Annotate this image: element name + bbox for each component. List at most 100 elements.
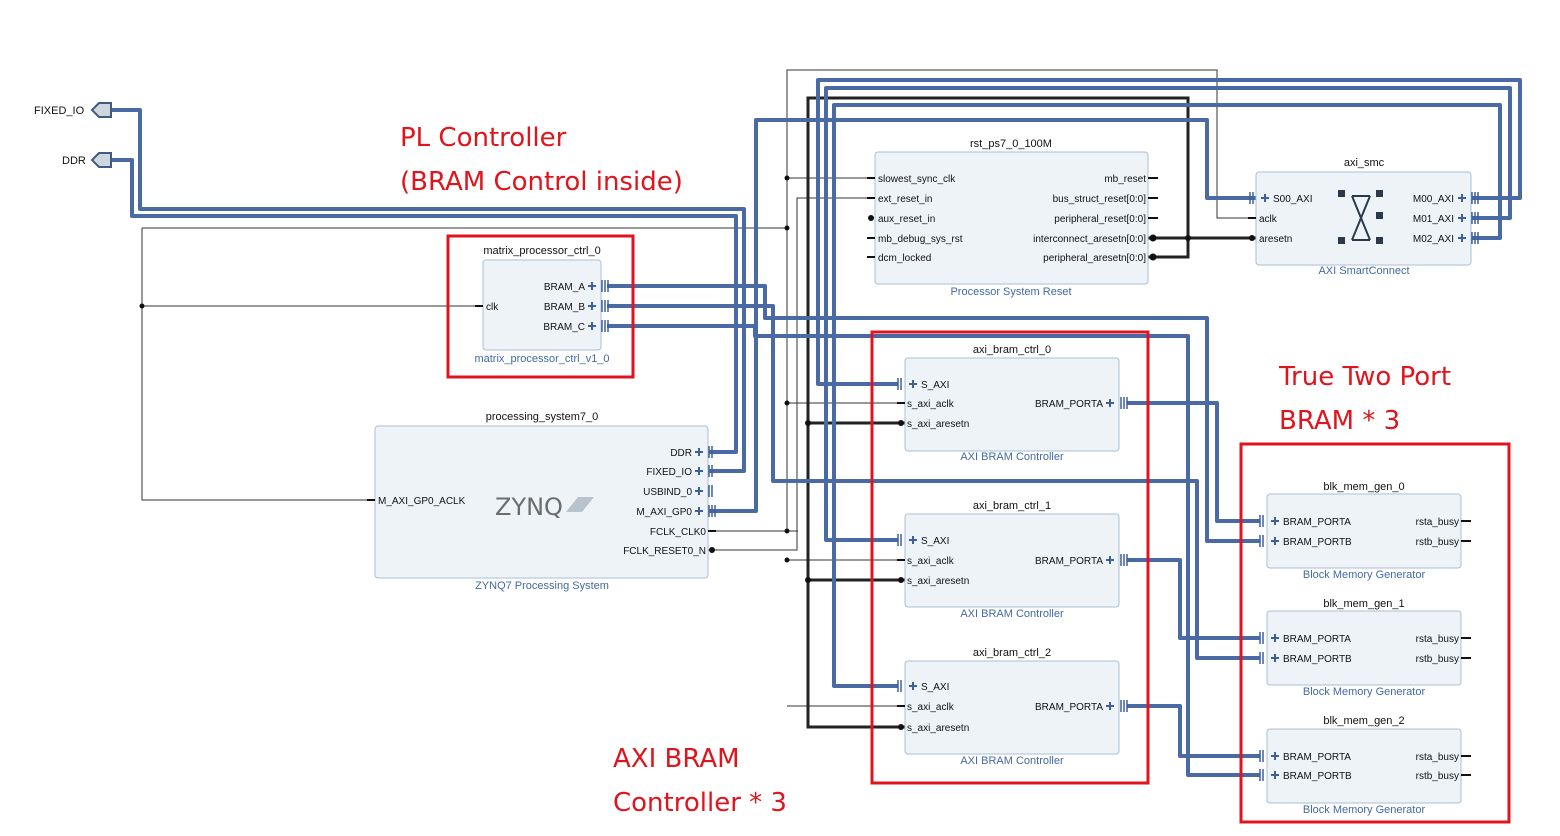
pin-bram-portb: BRAM_PORTB	[1283, 771, 1352, 782]
plus-icon	[1271, 752, 1279, 779]
instance-name: rst_ps7_0_100M	[970, 138, 1052, 150]
pin-rsta-busy: rsta_busy	[1416, 752, 1459, 763]
crossbar-icon	[1338, 190, 1383, 244]
blk-mem-gen-0-block[interactable]: blk_mem_gen_0 BRAM_PORTA BRAM_PORTB rsta…	[1259, 481, 1471, 581]
ip-name: ZYNQ7 Processing System	[475, 580, 609, 592]
external-port-fixed-io[interactable]: FIXED_IO	[34, 102, 112, 118]
zynq-logo-icon	[566, 497, 594, 512]
pin-m-axi-gp0-aclk: M_AXI_GP0_ACLK	[378, 496, 466, 507]
pin-s-axi: S_AXI	[921, 380, 949, 391]
matrix-processor-ctrl-block[interactable]: matrix_processor_ctrl_0 clk BRAM_A BRAM_…	[474, 245, 609, 365]
pin-m01-axi: M01_AXI	[1413, 214, 1454, 225]
annotation-true-two-port: True Two Port	[1278, 362, 1451, 392]
instance-name: axi_bram_ctrl_2	[973, 647, 1051, 659]
bus-interface-icon	[1120, 397, 1128, 409]
pin-bram-a: BRAM_A	[544, 282, 585, 293]
output-pin-stubs	[1148, 177, 1158, 219]
bus-interface-icon	[1259, 632, 1264, 664]
bus-interface-icon	[897, 534, 902, 546]
annotation-controller-count: Controller * 3	[613, 788, 787, 818]
plus-icon	[909, 380, 917, 388]
instance-name: axi_bram_ctrl_1	[973, 500, 1051, 512]
bus-nets	[110, 78, 1522, 777]
pin-aux-reset-in: aux_reset_in	[878, 214, 935, 225]
ip-name: AXI BRAM Controller	[960, 608, 1064, 620]
blk-mem-gen-1-block[interactable]: blk_mem_gen_1 BRAM_PORTA BRAM_PORTB rsta…	[1259, 598, 1471, 698]
pin-rstb-busy: rstb_busy	[1416, 654, 1459, 665]
pin-m-axi-gp0: M_AXI_GP0	[636, 507, 692, 518]
pin-bram-porta: BRAM_PORTA	[1035, 556, 1103, 567]
pin-s-axi: S_AXI	[921, 536, 949, 547]
bus-interface-icon	[708, 446, 716, 517]
bus-interface-icon	[601, 280, 609, 332]
bus-interface-icon	[897, 378, 902, 390]
external-port-ddr[interactable]: DDR	[62, 152, 112, 168]
bus-interface-icon	[1120, 700, 1128, 712]
pin-rstb-busy: rstb_busy	[1416, 537, 1459, 548]
plus-icon	[1271, 634, 1279, 662]
plus-icon	[909, 682, 917, 690]
zynq-ps7-block[interactable]: processing_system7_0 M_AXI_GP0_ACLK ZYNQ…	[367, 411, 716, 592]
pin-bram-porta: BRAM_PORTA	[1283, 634, 1351, 645]
bidir-port-icon	[90, 152, 112, 168]
bus-interface-icon	[897, 680, 902, 692]
plus-icon	[588, 282, 596, 330]
pin-aclk: aclk	[1259, 214, 1278, 225]
port-label-ddr: DDR	[62, 155, 86, 167]
axi-bram-ctrl-0-block[interactable]: axi_bram_ctrl_0 S_AXI s_axi_aclk s_axi_a…	[897, 344, 1128, 463]
pin-m00-axi: M00_AXI	[1413, 194, 1454, 205]
plus-icon	[1106, 702, 1114, 710]
pin-m02-axi: M02_AXI	[1413, 234, 1454, 245]
plus-icon	[1261, 194, 1269, 202]
pin-peripheral-aresetn: peripheral_aresetn[0:0]	[1043, 253, 1146, 264]
ip-name: Block Memory Generator	[1303, 686, 1426, 698]
axi-bram-ctrl-1-block[interactable]: axi_bram_ctrl_1 S_AXI s_axi_aclk s_axi_a…	[897, 500, 1128, 620]
pin-usbind: USBIND_0	[643, 487, 692, 498]
axi-bram-controller-highlight	[870, 330, 1150, 785]
pin-s00-axi: S00_AXI	[1273, 194, 1312, 205]
instance-name: matrix_processor_ctrl_0	[483, 245, 600, 257]
pin-ext-reset-in: ext_reset_in	[878, 194, 932, 205]
bus-interface-icon	[1259, 750, 1264, 781]
pin-bram-portb: BRAM_PORTB	[1283, 654, 1352, 665]
instance-name: axi_smc	[1344, 157, 1385, 169]
annotation-bram-count: BRAM * 3	[1279, 406, 1400, 436]
pin-fclk-reset0-n: FCLK_RESET0_N	[623, 546, 706, 557]
pin-bram-porta: BRAM_PORTA	[1283, 752, 1351, 763]
pin-slowest-sync-clk: slowest_sync_clk	[878, 174, 956, 185]
bram-highlight	[1239, 442, 1511, 824]
pin-interconnect-aresetn: interconnect_aresetn[0:0]	[1033, 234, 1146, 245]
pin-mb-reset: mb_reset	[1104, 174, 1146, 185]
bus-interface-icon	[1471, 192, 1479, 244]
axi-smartconnect-block[interactable]: axi_smc S00_AXI aclk aresetn M00_AXI M01…	[1248, 157, 1479, 277]
processor-system-reset-block[interactable]: rst_ps7_0_100M slowest_sync_clk ext_rese…	[867, 138, 1158, 298]
pin-bus-struct-reset: bus_struct_reset[0:0]	[1053, 194, 1147, 205]
annotation-bram-control-inside: (BRAM Control inside)	[400, 167, 683, 197]
ip-name: Processor System Reset	[950, 286, 1071, 298]
blk-mem-gen-2-block[interactable]: blk_mem_gen_2 BRAM_PORTA BRAM_PORTB rsta…	[1259, 715, 1471, 816]
instance-name: processing_system7_0	[486, 411, 599, 423]
pin-mb-debug-sys-rst: mb_debug_sys_rst	[878, 234, 963, 245]
port-label-fixed-io: FIXED_IO	[34, 105, 85, 117]
pin-rsta-busy: rsta_busy	[1416, 634, 1459, 645]
pl-controller-highlight	[446, 234, 635, 379]
ip-name: Block Memory Generator	[1303, 804, 1426, 816]
bidir-port-icon	[90, 102, 112, 118]
instance-name: axi_bram_ctrl_0	[973, 344, 1051, 356]
zynq-logo-text: ZYNQ	[495, 493, 563, 521]
plus-icon	[1271, 517, 1279, 545]
pin-clk: clk	[486, 302, 499, 313]
annotation-axi-bram: AXI BRAM	[613, 744, 740, 774]
pin-bram-c: BRAM_C	[543, 322, 585, 333]
pin-s-axi-aclk: s_axi_aclk	[907, 556, 955, 567]
pin-s-axi-aclk: s_axi_aclk	[907, 702, 955, 713]
pin-rstb-busy: rstb_busy	[1416, 771, 1459, 782]
pin-fixed-io: FIXED_IO	[646, 467, 692, 478]
ip-name: matrix_processor_ctrl_v1_0	[474, 353, 609, 365]
plus-icon	[1458, 194, 1466, 242]
ip-name: Block Memory Generator	[1303, 569, 1426, 581]
pin-s-axi-aclk: s_axi_aclk	[907, 399, 955, 410]
axi-bram-ctrl-2-block[interactable]: axi_bram_ctrl_2 S_AXI s_axi_aclk s_axi_a…	[897, 647, 1128, 767]
bus-interface-icon	[1259, 515, 1264, 547]
